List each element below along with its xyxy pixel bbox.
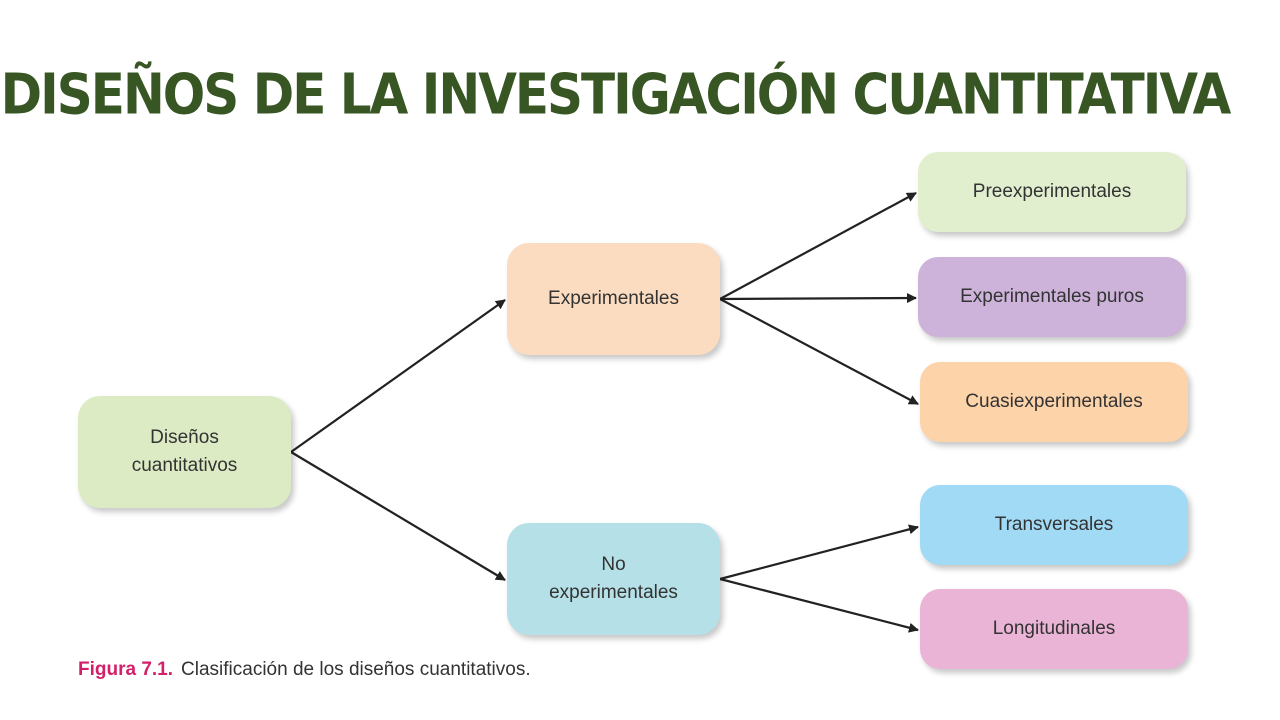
arrow-exp-to-preexperimentales	[719, 192, 917, 300]
arrow-noexp-to-longitudinales	[719, 577, 919, 633]
node-disenos-cuantitativos: Diseños cuantitativos	[78, 396, 291, 508]
figure-label: Figura 7.1.	[78, 659, 174, 680]
node-cuasiexperimentales: Cuasiexperimentales	[920, 362, 1188, 442]
arrow-root-to-no-experimentales	[290, 451, 506, 581]
node-preexperimentales: Preexperimentales	[918, 152, 1186, 232]
node-experimentales: Experimentales	[507, 243, 720, 355]
node-transversales: Transversales	[920, 485, 1188, 565]
caption-text: Clasificación de los diseños cuantitativ…	[181, 659, 531, 680]
node-experimentales-puros: Experimentales puros	[918, 257, 1186, 337]
node-longitudinales: Longitudinales	[920, 589, 1188, 669]
arrow-exp-to-cuasiexperimentales	[719, 298, 919, 405]
arrow-root-to-experimentales	[290, 299, 506, 453]
node-no-experimentales: No experimentales	[507, 523, 720, 635]
arrow-exp-to-experimentales-puros	[719, 293, 917, 304]
slide-title: DISEÑOS DE LA INVESTIGACIÓN CUANTITATIVA	[0, 62, 1232, 127]
arrow-noexp-to-transversales	[719, 524, 919, 581]
figure-caption: Figura 7.1. Clasificación de los diseños …	[78, 659, 531, 681]
